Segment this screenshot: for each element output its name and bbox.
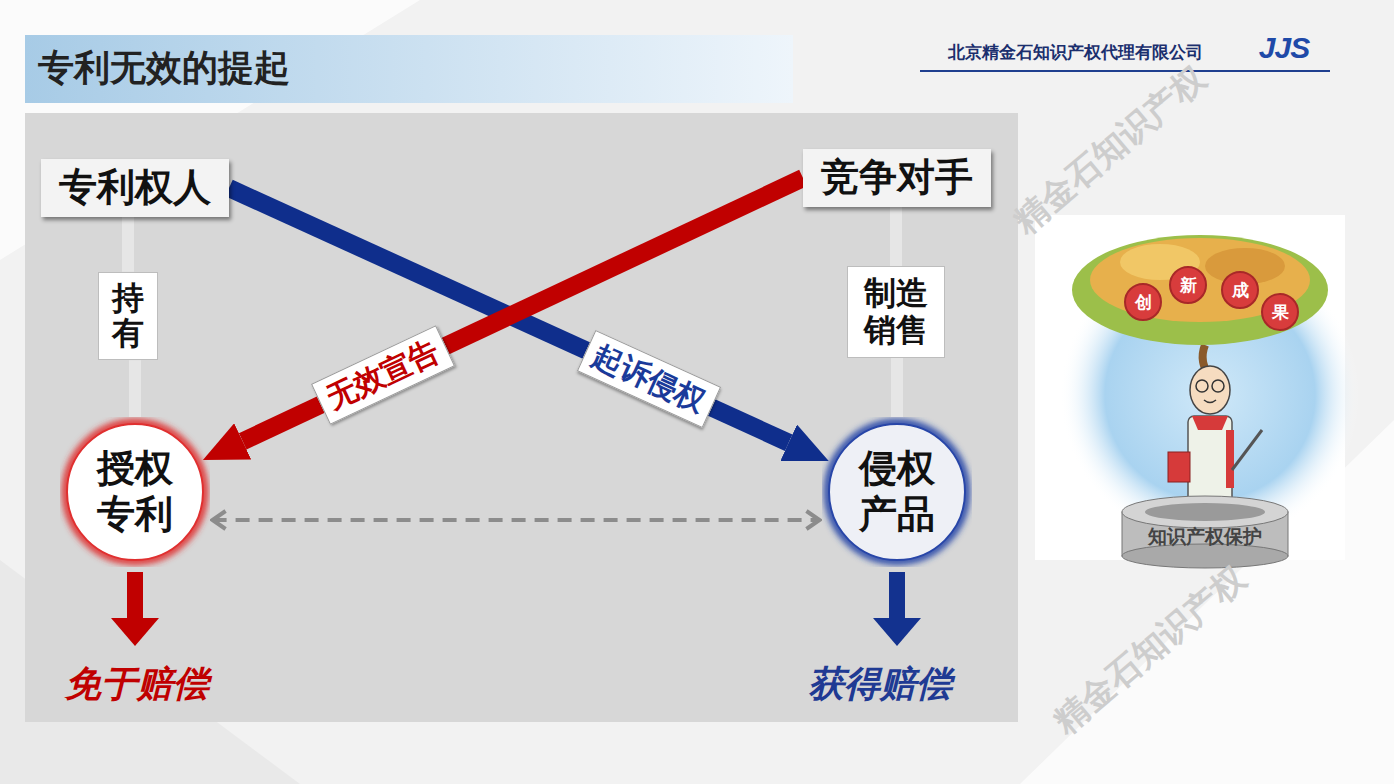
fruit-label: 成 [1232, 279, 1249, 302]
node-text: 持有 [112, 281, 144, 351]
well-label: 知识产权保护 [1148, 524, 1262, 550]
company-logo: JJS [1259, 31, 1309, 65]
node-text: 竞争对手 [821, 157, 973, 199]
result-label: 获得赔偿 [808, 660, 952, 709]
object-circle: 授权 专利 [60, 417, 210, 567]
slide-title: 专利无效的提起 [38, 44, 290, 93]
diagram-panel [25, 113, 1018, 722]
fruit-label: 创 [1135, 291, 1152, 314]
guide-bar [891, 358, 903, 417]
fruit-label: 果 [1272, 301, 1289, 324]
header-rule [920, 70, 1330, 72]
node-text: 制造 销售 [861, 275, 931, 349]
down-arrow [127, 572, 143, 620]
node-text: 侵权 产品 [855, 446, 939, 537]
fruit-label: 新 [1180, 274, 1197, 297]
dashed-link [213, 518, 820, 522]
party-box: 竞争对手 [803, 149, 991, 207]
party-box: 专利权人 [41, 159, 229, 217]
guide-bar [129, 360, 141, 417]
down-arrow [873, 618, 921, 646]
relation-box: 持有 [98, 272, 158, 360]
arrow-band [243, 178, 803, 441]
circle-outline [822, 417, 972, 567]
down-arrow [111, 618, 159, 646]
title-bar [25, 35, 793, 103]
circle-outline [60, 417, 210, 567]
object-circle: 侵权 产品 [822, 417, 972, 567]
result-label: 免于赔偿 [65, 660, 209, 709]
tree-illustration [1035, 215, 1360, 568]
guide-bar [890, 207, 902, 266]
node-text: 授权 专利 [93, 446, 177, 537]
relation-box: 制造 销售 [847, 266, 945, 358]
node-text: 专利权人 [59, 167, 211, 209]
company-name: 北京精金石知识产权代理有限公司 [948, 41, 1203, 64]
guide-bar [122, 217, 134, 272]
down-arrow [889, 572, 905, 620]
